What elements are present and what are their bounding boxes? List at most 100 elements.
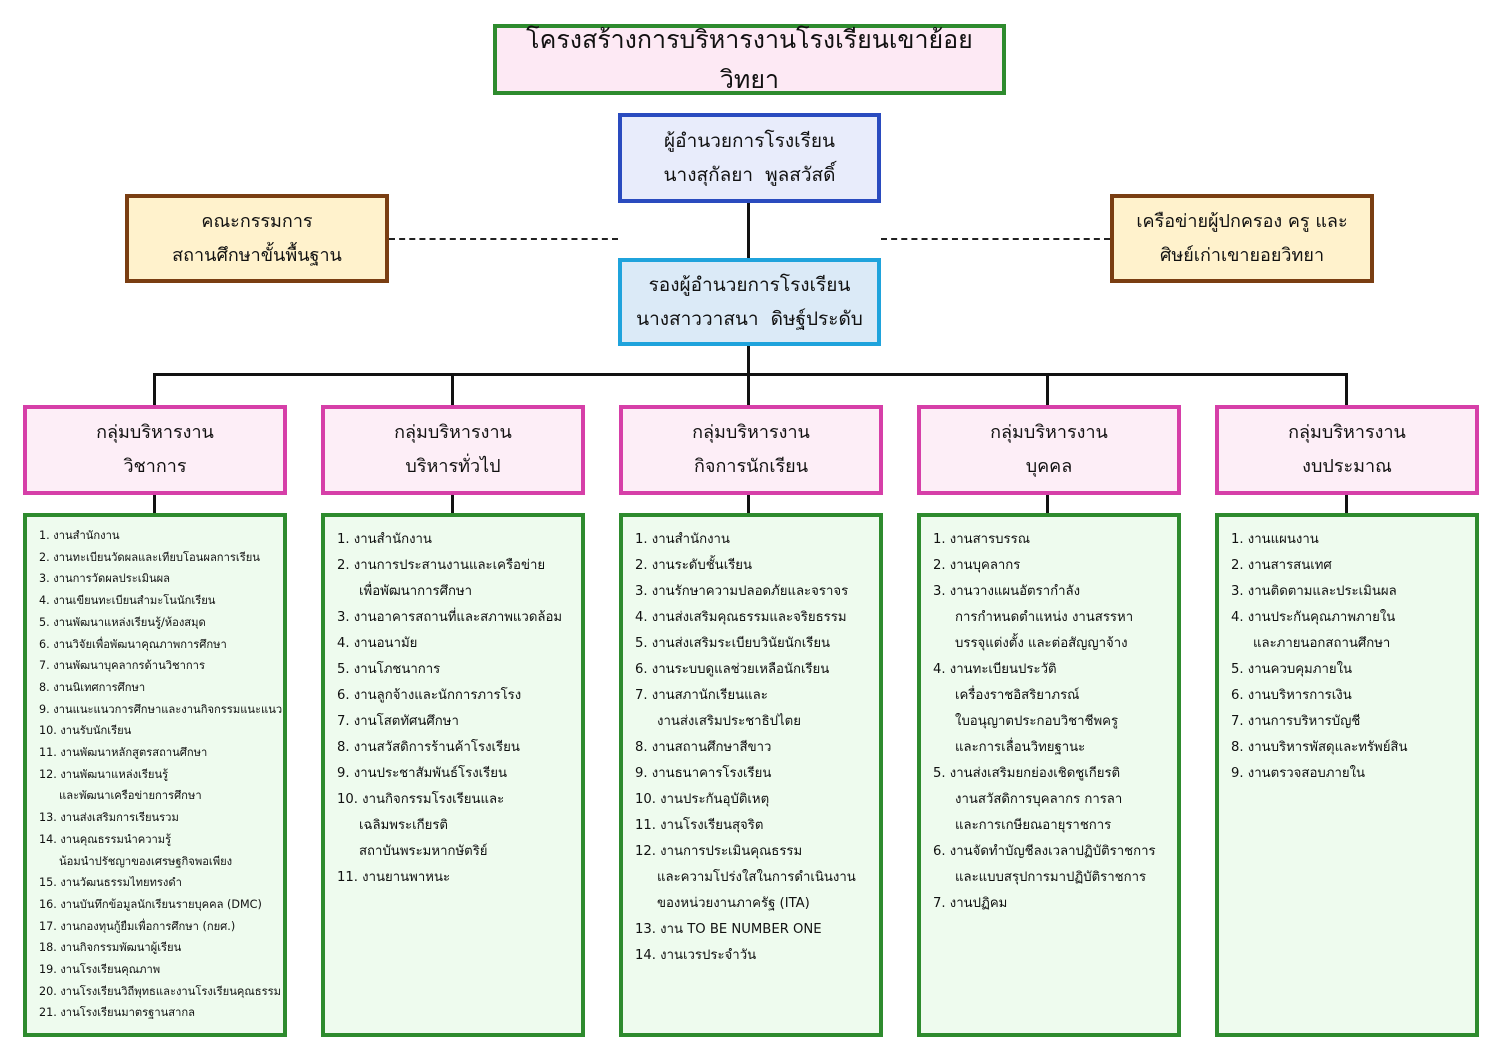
task-item: 6. งานจัดทำบัญชีลงเวลาปฏิบัติราชการและแบ… [933, 839, 1169, 891]
task-item-text: 3. งานวางแผนอัตรากำลัง [933, 584, 1081, 599]
task-item-text: 2. งานบุคลากร [933, 558, 1021, 573]
group-node-academic: กลุ่มบริหารงาน วิชาการ [23, 405, 287, 495]
task-item-continuation: เครื่องราชอิสริยาภรณ์ [955, 688, 1080, 703]
task-item-text: 4. งานอนามัย [337, 636, 418, 651]
task-item-text: 6. งานบริหารการเงิน [1231, 688, 1352, 703]
task-item: 1. งานสารบรรณ [933, 527, 1169, 553]
task-item: 2. งานระดับชั้นเรียน [635, 553, 871, 579]
task-item-text: 13. งานส่งเสริมการเรียนรวม [39, 811, 179, 825]
task-item-text: 9. งานประชาสัมพันธ์โรงเรียน [337, 766, 507, 781]
task-item-text: 6. งานวิจัยเพื่อพัฒนาคุณภาพการศึกษา [39, 637, 227, 651]
task-item-continuation: การกำหนดตำแหน่ง งานสรรหา [955, 610, 1134, 625]
group-task-link-4 [1046, 495, 1049, 513]
task-item: 13. งาน TO BE NUMBER ONE [635, 917, 871, 943]
group-line2: บุคคล [1025, 456, 1073, 477]
task-item: 9. งานตรวจสอบภายใน [1231, 761, 1467, 787]
task-item: 4. งานทะเบียนประวัติเครื่องราชอิสริยาภรณ… [933, 657, 1169, 761]
task-item-text: 1. งานแผนงาน [1231, 532, 1319, 547]
task-item-continuation: งานสวัสดิการบุคลากร การลา [955, 792, 1123, 807]
task-item: 9. งานธนาคารโรงเรียน [635, 761, 871, 787]
task-item: 3. งานการวัดผลประเมินผล [39, 568, 275, 590]
task-item-text: 13. งาน TO BE NUMBER ONE [635, 922, 822, 937]
task-item-text: 9. งานแนะแนวการศึกษาและงานกิจกรรมแนะแนว [39, 702, 283, 716]
task-item-continuation: งานส่งเสริมประชาธิปไตย [657, 714, 801, 729]
task-item-continuation: และภายนอกสถานศึกษา [1253, 636, 1391, 651]
task-item-text: 5. งานโภชนาการ [337, 662, 441, 677]
task-item-text: 10. งานประกันอุบัติเหตุ [635, 792, 770, 807]
task-item: 8. งานสถานศึกษาสีขาว [635, 735, 871, 761]
task-item-text: 3. งานรักษาความปลอดภัยและจราจร [635, 584, 849, 599]
task-item-continuation: ใบอนุญาตประกอบวิชาชีพครู [955, 714, 1119, 729]
task-item-text: 20. งานโรงเรียนวิถีพุทธและงานโรงเรียนคุณ… [39, 984, 281, 998]
group-line1: กลุ่มบริหารงาน [96, 422, 214, 443]
task-item-text: 6. งานลูกจ้างและนักการภารโรง [337, 688, 522, 703]
task-item: 1. งานแผนงาน [1231, 527, 1467, 553]
task-item: 21. งานโรงเรียนมาตรฐานสากล [39, 1002, 275, 1024]
task-item-text: 4. งานทะเบียนประวัติ [933, 662, 1057, 677]
task-item: 8. งานบริหารพัสดุและทรัพย์สิน [1231, 735, 1467, 761]
task-item-text: 9. งานตรวจสอบภายใน [1231, 766, 1366, 781]
task-item: 10. งานกิจกรรมโรงเรียนและเฉลิมพระเกียรติ… [337, 787, 573, 865]
task-item: 5. งานควบคุมภายใน [1231, 657, 1467, 683]
task-item-text: 2. งานระดับชั้นเรียน [635, 558, 753, 573]
task-item-text: 7. งานการบริหารบัญชี [1231, 714, 1361, 729]
task-list-personnel: 1. งานสารบรรณ 2. งานบุคลากร 3. งานวางแผนอั… [917, 513, 1181, 1037]
task-item-text: 2. งานทะเบียนวัดผลและเทียบโอนผลการเรียน [39, 550, 260, 564]
group-line1: กลุ่มบริหารงาน [990, 422, 1108, 443]
task-item-text: 4. งานประกันคุณภาพภายใน [1231, 610, 1396, 625]
group-line2: วิชาการ [123, 456, 187, 477]
task-item: 4. งานเขียนทะเบียนสำมะโนนักเรียน [39, 590, 275, 612]
task-item-text: 4. งานเขียนทะเบียนสำมะโนนักเรียน [39, 594, 216, 608]
task-item-text: 1. งานสารบรรณ [933, 532, 1030, 547]
director-node: ผู้อำนวยการโรงเรียน นางสุกัลยา พูลสวัสดิ… [618, 113, 881, 203]
task-item-continuation: และแบบสรุปการมาปฏิบัติราชการ [955, 870, 1147, 885]
network-line1: เครือข่ายผู้ปกครอง ครู และ [1136, 210, 1348, 232]
group-node-personnel: กลุ่มบริหารงาน บุคคล [917, 405, 1181, 495]
task-item: 2. งานบุคลากร [933, 553, 1169, 579]
task-item-text: 7. งานพัฒนาบุคลากรด้านวิชาการ [39, 659, 205, 673]
committee-node: คณะกรรมการ สถานศึกษาขั้นพื้นฐาน [125, 194, 389, 283]
task-item: 4. งานประกันคุณภาพภายในและภายนอกสถานศึกษ… [1231, 605, 1467, 657]
task-item-text: 12. งานพัฒนาแหล่งเรียนรู้ [39, 767, 169, 781]
task-item-continuation: บรรจุแต่งตั้ง และต่อสัญญาจ้าง [955, 636, 1128, 651]
task-item-text: 8. งานสวัสดิการร้านค้าโรงเรียน [337, 740, 520, 755]
group-node-student-affairs: กลุ่มบริหารงาน กิจการนักเรียน [619, 405, 883, 495]
task-item-text: 11. งานพัฒนาหลักสูตรสถานศึกษา [39, 746, 208, 760]
connector-deputy-bus [747, 346, 750, 375]
group-line2: บริหารทั่วไป [405, 456, 501, 477]
task-item-text: 11. งานยานพาหนะ [337, 870, 451, 885]
task-item-continuation: สถาบันพระมหากษัตริย์ [359, 844, 488, 859]
task-item: 7. งานพัฒนาบุคลากรด้านวิชาการ [39, 655, 275, 677]
task-item-text: 5. งานควบคุมภายใน [1231, 662, 1353, 677]
task-item: 12. งานการประเมินคุณธรรมและความโปร่งใสใน… [635, 839, 871, 917]
task-item-text: 7. งานโสตทัศนศึกษา [337, 714, 459, 729]
task-item: 5. งานส่งเสริมยกย่องเชิดชูเกียรติงานสวัส… [933, 761, 1169, 839]
chart-title: โครงสร้างการบริหารงานโรงเรียนเขาย้อยวิทย… [493, 24, 1006, 95]
task-item-text: 18. งานกิจกรรมพัฒนาผู้เรียน [39, 941, 182, 955]
task-list: 1. งานสำนักงาน 2. งานระดับชั้นเรียน 3. งาน… [635, 527, 871, 969]
task-item-text: 5. งานส่งเสริมระเบียบวินัยนักเรียน [635, 636, 831, 651]
task-item: 5. งานส่งเสริมระเบียบวินัยนักเรียน [635, 631, 871, 657]
task-item: 20. งานโรงเรียนวิถีพุทธและงานโรงเรียนคุณ… [39, 981, 281, 1003]
task-item-text: 8. งานบริหารพัสดุและทรัพย์สิน [1231, 740, 1408, 755]
task-item: 13. งานส่งเสริมการเรียนรวม [39, 807, 275, 829]
task-item-text: 10. งานรับนักเรียน [39, 724, 132, 738]
task-item: 7. งานโสตทัศนศึกษา [337, 709, 573, 735]
task-item-text: 5. งานพัฒนาแหล่งเรียนรู้/ห้องสมุด [39, 615, 206, 629]
task-item-continuation: ของหน่วยงานภาครัฐ (ITA) [657, 896, 810, 911]
task-item-text: 4. งานส่งเสริมคุณธรรมและจริยธรรม [635, 610, 847, 625]
task-item: 7. งานสภานักเรียนและงานส่งเสริมประชาธิปไ… [635, 683, 871, 735]
horizontal-bus [153, 373, 1348, 376]
task-item-continuation: และพัฒนาเครือข่ายการศึกษา [59, 789, 202, 803]
group-line2: งบประมาณ [1302, 456, 1392, 477]
task-item: 7. งานปฏิคม [933, 891, 1169, 917]
task-item: 4. งานอนามัย [337, 631, 573, 657]
task-item-continuation: และการเลื่อนวิทยฐานะ [955, 740, 1086, 755]
task-item: 1. งานสำนักงาน [635, 527, 871, 553]
group-line2: กิจการนักเรียน [694, 456, 808, 477]
drop-line-5 [1345, 373, 1348, 405]
